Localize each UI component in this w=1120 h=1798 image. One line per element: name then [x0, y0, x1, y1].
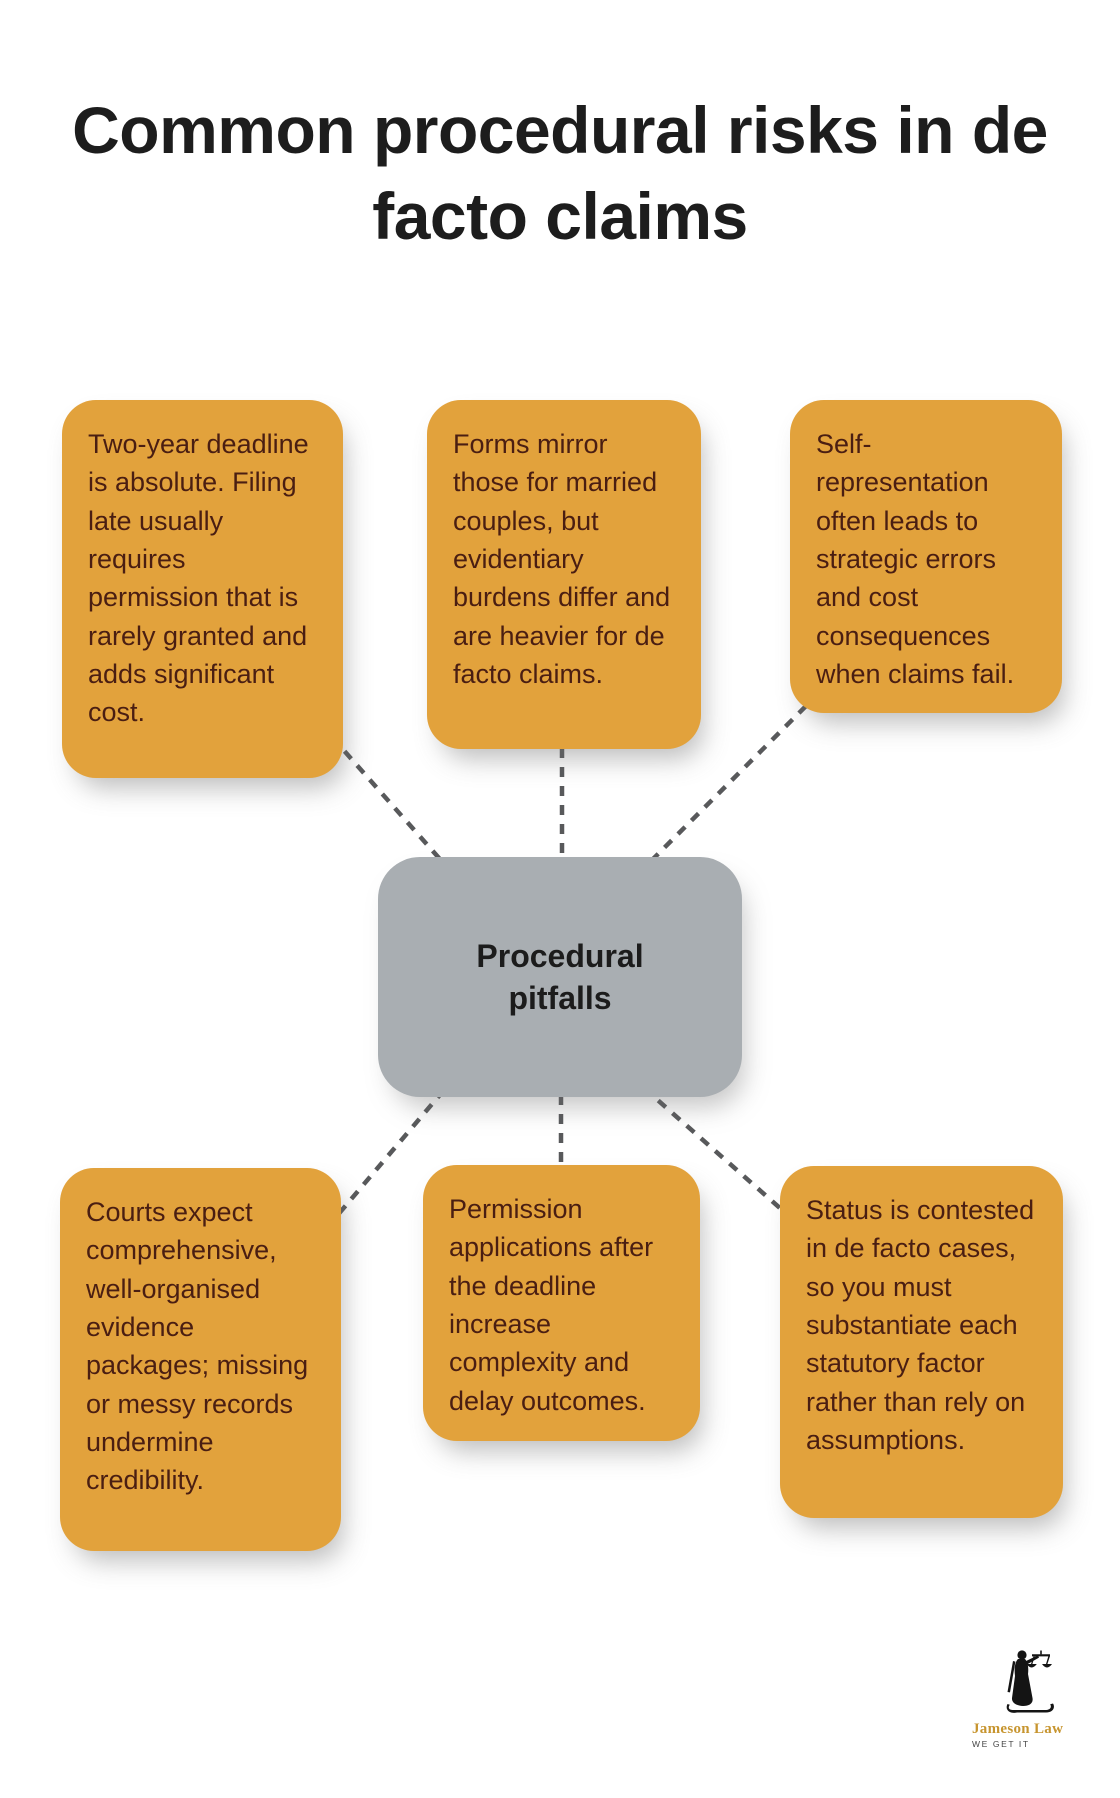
logo-wordmark: Jameson Law	[972, 1721, 1064, 1737]
center-node-label: Procedural pitfalls	[476, 937, 644, 1016]
connector	[330, 735, 448, 868]
page-title: Common procedural risks in de facto clai…	[0, 88, 1120, 260]
connector	[642, 1086, 800, 1226]
center-node-procedural-pitfalls: Procedural pitfalls	[378, 857, 742, 1097]
page-title-line-1: Common procedural risks in de	[72, 93, 1048, 167]
page-title-line-2: facto claims	[372, 178, 748, 253]
node-status: Status is contested in de facto cases, s…	[780, 1166, 1063, 1518]
node-forms: Forms mirror those for married couples, …	[427, 400, 701, 749]
node-permission: Permission applications after the deadli…	[423, 1165, 700, 1441]
lady-justice-icon	[1006, 1650, 1054, 1713]
logo-tagline: WE GET IT	[972, 1739, 1030, 1749]
node-self-representation: Self-representation often leads to strat…	[790, 400, 1062, 713]
node-deadline: Two-year deadline is absolute. Filing la…	[62, 400, 343, 778]
node-evidence: Courts expect comprehensive, well-organi…	[60, 1168, 341, 1551]
jameson-law-logo: Jameson Law WE GET IT	[972, 1648, 1112, 1749]
